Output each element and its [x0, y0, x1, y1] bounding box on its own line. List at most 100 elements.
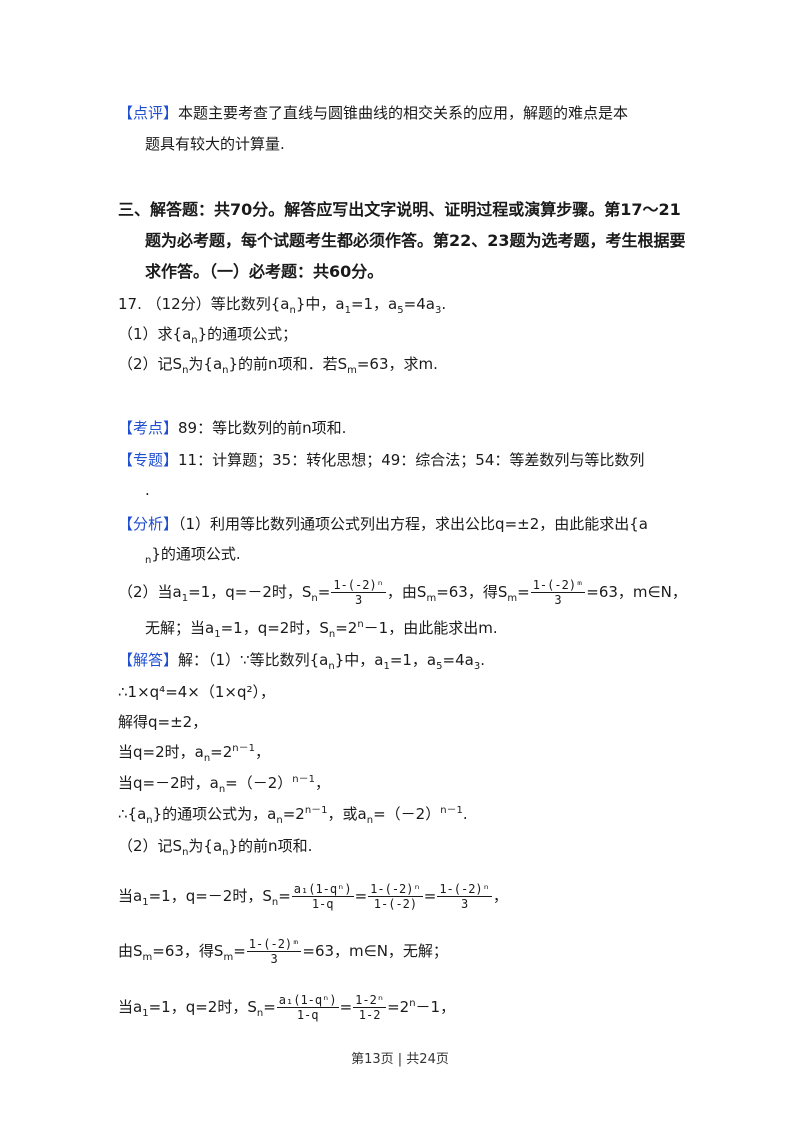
- sup: n－1: [292, 774, 315, 785]
- jieda-text: ，: [492, 887, 508, 905]
- zhuanti-tag: 【专题】: [118, 451, 179, 469]
- comment-text-1: 本题主要考查了直线与圆锥曲线的相交关系的应用，解题的难点是本: [178, 104, 629, 122]
- jieda-line-5: 当q=－2时，an=（－2）n－1，: [118, 773, 330, 795]
- fenxi-line-4: 无解；当a1=1，q=2时，Sn=2n－1，由此能求出m.: [145, 618, 498, 640]
- problem-text: =1，a: [350, 295, 398, 313]
- jieda-line-7: （2）记Sn为{an}的前n项和.: [118, 836, 313, 858]
- jieda-tag: 【解答】: [118, 651, 179, 669]
- jieda-text: =（－2）: [373, 805, 441, 823]
- jieda-line-1: 【解答】解：（1）∵等比数列{an}中，a1=1，a5=4a3.: [118, 650, 485, 672]
- jieda-text: }的前n项和.: [228, 837, 313, 855]
- fenxi-text: ，由S: [386, 583, 427, 601]
- jieda-text: .: [462, 805, 468, 823]
- sub: n: [256, 1008, 264, 1019]
- problem-text: }中，a: [295, 295, 345, 313]
- jieda-text: =63，得S: [152, 942, 224, 960]
- fenxi-text: （1）利用等比数列通项公式列出方程，求出公比q=±2，由此能求出{a: [178, 515, 648, 533]
- fraction-numerator: a₁(1-qⁿ): [276, 993, 339, 1008]
- sub: m: [426, 593, 437, 604]
- jieda-text: ，: [255, 743, 271, 761]
- problem-text: （12分）等比数列{a: [146, 295, 290, 313]
- kaodian-line: 【考点】89：等比数列的前n项和.: [118, 418, 346, 438]
- jieda-text: =1，q=2时，S: [148, 998, 257, 1016]
- jieda-text: =2: [387, 998, 410, 1016]
- jieda-line-6: ∴{an}的通项公式为，an=2n－1，或an=（－2）n－1.: [118, 804, 468, 826]
- comment-tag: 【点评】: [118, 104, 179, 122]
- kaodian-text: 89：等比数列的前n项和.: [178, 419, 347, 437]
- sub: 5: [397, 305, 404, 316]
- part-text: （2）记S: [118, 355, 183, 373]
- jieda-line-4: 当q=2时，an=2n－1，: [118, 742, 271, 764]
- fenxi-text: =1，q=2时，S: [220, 619, 329, 637]
- section-heading-1: 三、解答题：共70分。解答应写出文字说明、证明过程或演算步骤。第17～21: [118, 200, 681, 219]
- sub: n: [145, 555, 152, 566]
- problem-part-1: （1）求{an}的通项公式；: [118, 324, 298, 346]
- fraction: a₁(1-qⁿ)1-q: [276, 993, 339, 1022]
- sub: 1: [181, 593, 189, 604]
- part-text: }的通项公式；: [197, 325, 298, 343]
- fraction-denominator: 1-q: [311, 897, 334, 911]
- fraction-denominator: 1-q: [296, 1008, 319, 1022]
- jieda-text: }中，a: [334, 651, 384, 669]
- sub: n: [222, 847, 229, 858]
- sub: n: [146, 815, 153, 826]
- fraction-numerator: 1-(-2)ᵐ: [530, 578, 586, 593]
- sup: n－1: [440, 805, 463, 816]
- fraction-numerator: 1-(-2)ⁿ: [331, 578, 386, 593]
- jieda-text: －1，: [415, 998, 456, 1016]
- page-footer: 第13页 | 共24页: [351, 1052, 449, 1067]
- sub: 1: [344, 305, 351, 316]
- jieda-text: 为{a: [188, 837, 223, 855]
- jieda-text: .: [480, 651, 485, 669]
- jieda-text: 解：（1）∵等比数列{a: [178, 651, 329, 669]
- jieda-text: 当a: [118, 887, 143, 905]
- jieda-text: =63，m∈N，无解；: [302, 942, 448, 960]
- jieda-line-2: ∴1×q⁴=4×（1×q²），: [118, 683, 276, 701]
- fraction-numerator: 1-(-2)ⁿ: [368, 882, 423, 897]
- sub: n: [182, 847, 189, 858]
- jieda-text: 当q=－2时，a: [118, 774, 219, 792]
- sub: 5: [436, 661, 443, 672]
- fenxi-tag: 【分析】: [118, 515, 179, 533]
- problem-statement: 17. （12分）等比数列{an}中，a1=1，a5=4a3.: [118, 294, 446, 316]
- fenxi-text: =2: [335, 619, 358, 637]
- problem-text: =4a: [403, 295, 435, 313]
- section-heading-3: 求作答。（一）必考题：共60分。: [145, 262, 384, 281]
- sub: n: [191, 335, 198, 346]
- sup: n－1: [304, 805, 328, 816]
- jieda-text: =（－2）: [225, 774, 293, 792]
- sub: n: [222, 365, 229, 376]
- sub: 1: [383, 661, 390, 672]
- sub: 1: [214, 629, 221, 640]
- fenxi-text: =1，q=－2时，S: [188, 583, 312, 601]
- sup: n: [409, 998, 416, 1009]
- jieda-text: =2: [210, 743, 233, 761]
- fraction-numerator: 1-(-2)ᵐ: [246, 937, 302, 952]
- fenxi-text: （2）当a: [118, 583, 182, 601]
- zhuanti-cont: .: [145, 481, 150, 499]
- jieda-text: =1，a: [389, 651, 437, 669]
- fraction-numerator: a₁(1-qⁿ): [291, 882, 354, 897]
- jieda-text: =: [278, 887, 291, 905]
- sub: n: [311, 593, 318, 604]
- part-text: =63，求m.: [356, 355, 438, 373]
- zhuanti-line: 【专题】11：计算题；35：转化思想；49：综合法；54：等差数列与等比数列: [118, 450, 644, 470]
- fraction-denominator: 3: [460, 897, 469, 911]
- sub: n: [328, 661, 335, 672]
- fenxi-text: }的通项公式.: [151, 545, 241, 563]
- sub: m: [223, 952, 234, 963]
- jieda-text: ，或a: [327, 805, 367, 823]
- fraction-denominator: 1-(-2): [373, 897, 418, 911]
- sub: n: [289, 305, 296, 316]
- fenxi-text: =63，得S: [436, 583, 508, 601]
- sub: n: [271, 897, 279, 908]
- zhuanti-text: 11：计算题；35：转化思想；49：综合法；54：等差数列与等比数列: [178, 451, 645, 469]
- jieda-text: 由S: [118, 942, 143, 960]
- fraction: a₁(1-qⁿ)1-q: [291, 882, 354, 911]
